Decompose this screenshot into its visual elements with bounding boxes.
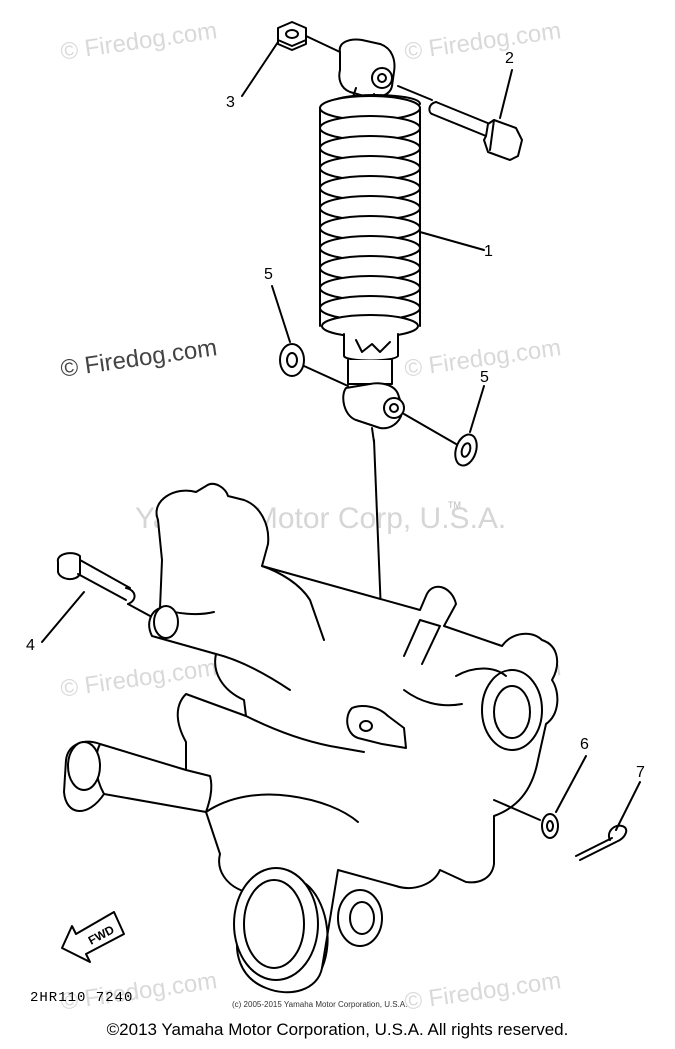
part-washer-6 (541, 813, 559, 839)
callout-2: 2 (505, 50, 514, 67)
leader-washer-upper (303, 365, 349, 387)
leader-nut-to-shock (305, 35, 341, 53)
callout-6: 6 (580, 736, 589, 753)
part-bolt-2 (397, 85, 523, 161)
callout-5a: 5 (264, 266, 273, 283)
small-copyright: (c) 2005-2015 Yamaha Motor Corporation, … (232, 1000, 408, 1009)
leader-1 (419, 231, 485, 251)
figure-code: 2HR110 7240 (30, 990, 134, 1006)
callout-4: 4 (26, 637, 35, 654)
leader-washer-lower (403, 413, 457, 445)
callout-1: 1 (484, 243, 493, 260)
leader-4 (41, 591, 85, 643)
leader-5b (469, 385, 485, 433)
callout-3: 3 (226, 94, 235, 111)
part-shock-spring (319, 94, 421, 338)
fwd-arrow-icon (61, 911, 125, 963)
leader-5a (271, 285, 291, 343)
part-shock-lower-eye (342, 382, 405, 443)
leader-6 (555, 755, 587, 813)
callout-7: 7 (636, 764, 645, 781)
part-washer-5a (279, 343, 305, 377)
part-nut-3 (277, 21, 307, 51)
part-washer-5b (454, 433, 478, 467)
leader-7 (615, 781, 641, 831)
leader-washer-6 (493, 799, 541, 821)
part-shock-body (343, 333, 399, 385)
footer-copyright: ©2013 Yamaha Motor Corporation, U.S.A. A… (106, 1020, 569, 1039)
leader-3 (241, 41, 279, 97)
leader-2 (499, 69, 513, 119)
part-cotter-pin-7 (575, 824, 628, 861)
part-swingarm (63, 482, 559, 994)
watermark-tm: TM (448, 500, 461, 510)
callout-5b: 5 (480, 369, 489, 386)
